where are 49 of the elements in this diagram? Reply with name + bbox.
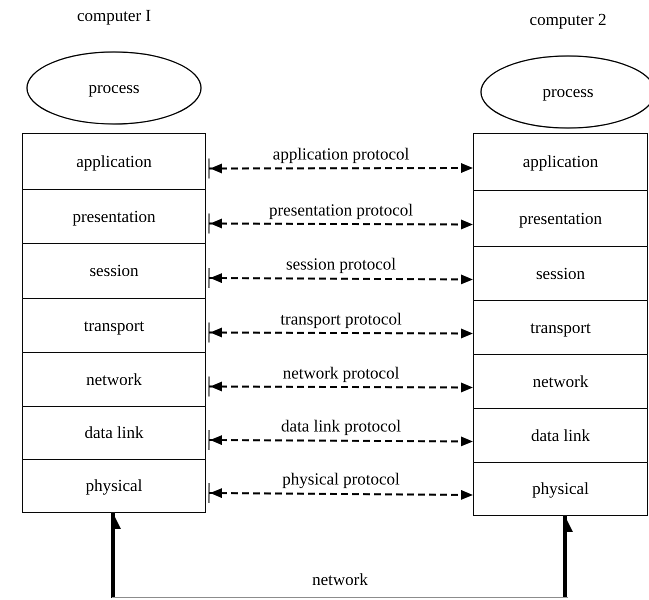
layer-box: [22, 352, 206, 407]
layer-box: [473, 133, 648, 191]
network-label: network: [312, 570, 368, 590]
process-label: process: [88, 78, 140, 98]
layer-box: [22, 243, 206, 299]
layer-box: [22, 133, 206, 190]
edge-label: network protocol: [280, 364, 402, 382]
layer-label: session: [536, 264, 586, 284]
layer-label: presentation: [518, 208, 602, 228]
layer-box: [22, 459, 206, 513]
edge-label: session protocol: [284, 255, 398, 274]
protocol-arrow: [208, 213, 473, 234]
protocol-arrow: [208, 482, 473, 504]
layer-label: physical: [532, 479, 589, 499]
edge-label: application protocol: [270, 145, 412, 164]
layer-label: session: [89, 261, 139, 281]
network-link-arrow: [563, 516, 573, 598]
layer-label: transport: [84, 316, 144, 336]
protocol-arrow: [208, 158, 473, 179]
layer-box: [473, 462, 648, 516]
layer-label: application: [522, 152, 598, 172]
protocol-arrow: [208, 322, 473, 343]
layer-box: [473, 408, 648, 463]
layer-label: data link: [84, 423, 144, 443]
edge-label: physical protocol: [280, 470, 402, 489]
edge-label: data link protocol: [279, 417, 403, 436]
protocol-arrow: [208, 430, 473, 450]
layer-label: data link: [530, 426, 590, 446]
layer-box: [473, 246, 648, 301]
edge-label: presentation protocol: [267, 200, 415, 220]
layer-label: transport: [530, 318, 591, 338]
layer-label: network: [86, 370, 142, 390]
protocol-arrow: [208, 376, 473, 397]
network-link-arrow: [111, 513, 121, 598]
edge-label: transport protocol: [278, 310, 404, 328]
protocol-arrow: [208, 268, 473, 288]
layer-box: [473, 300, 648, 355]
layer-label: physical: [86, 476, 142, 496]
layer-label: application: [76, 152, 152, 172]
layer-box: [473, 190, 648, 247]
layer-box: [22, 406, 206, 460]
computer-heading: computer I: [76, 6, 152, 26]
layer-label: presentation: [72, 206, 156, 226]
process-label: process: [542, 82, 594, 102]
computer-heading: computer 2: [530, 10, 606, 30]
layer-box: [22, 189, 206, 244]
layer-box: [22, 298, 206, 353]
layer-box: [473, 354, 648, 409]
layer-label: network: [532, 372, 588, 392]
